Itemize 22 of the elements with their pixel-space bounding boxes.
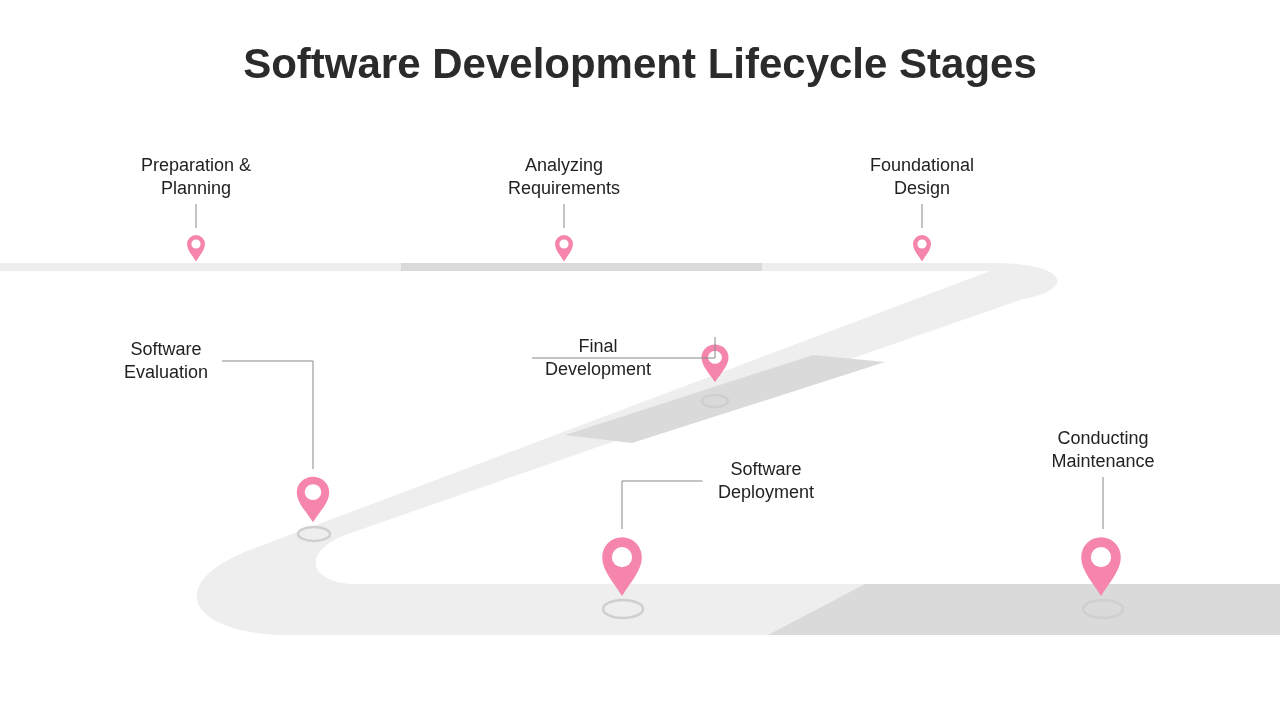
map-pin-icon: [912, 234, 932, 262]
leader-line: [921, 203, 923, 229]
diagram-title: Software Development Lifecycle Stages: [242, 40, 1038, 88]
leader-line: [195, 203, 197, 229]
stage-label: Conducting Maintenance: [1043, 427, 1163, 473]
stage-label: Final Development: [538, 335, 658, 381]
map-pin-icon: [600, 535, 644, 597]
stage-label: Software Deployment: [708, 458, 824, 504]
stage-label: Software Evaluation: [116, 338, 216, 384]
map-pin-icon: [186, 234, 206, 262]
map-pin-icon: [1079, 535, 1123, 597]
leader-line: [563, 203, 565, 229]
stage-label: Foundational Design: [862, 154, 982, 200]
map-pin-icon: [700, 343, 730, 383]
map-pin-icon: [295, 475, 331, 523]
leader-line: [221, 360, 314, 470]
leader-line: [621, 480, 703, 530]
stage-label: Analyzing Requirements: [499, 154, 629, 200]
map-pin-icon: [554, 234, 574, 262]
leader-line: [1102, 476, 1104, 530]
leader-line: [531, 336, 716, 359]
stage-label: Preparation & Planning: [128, 154, 264, 200]
